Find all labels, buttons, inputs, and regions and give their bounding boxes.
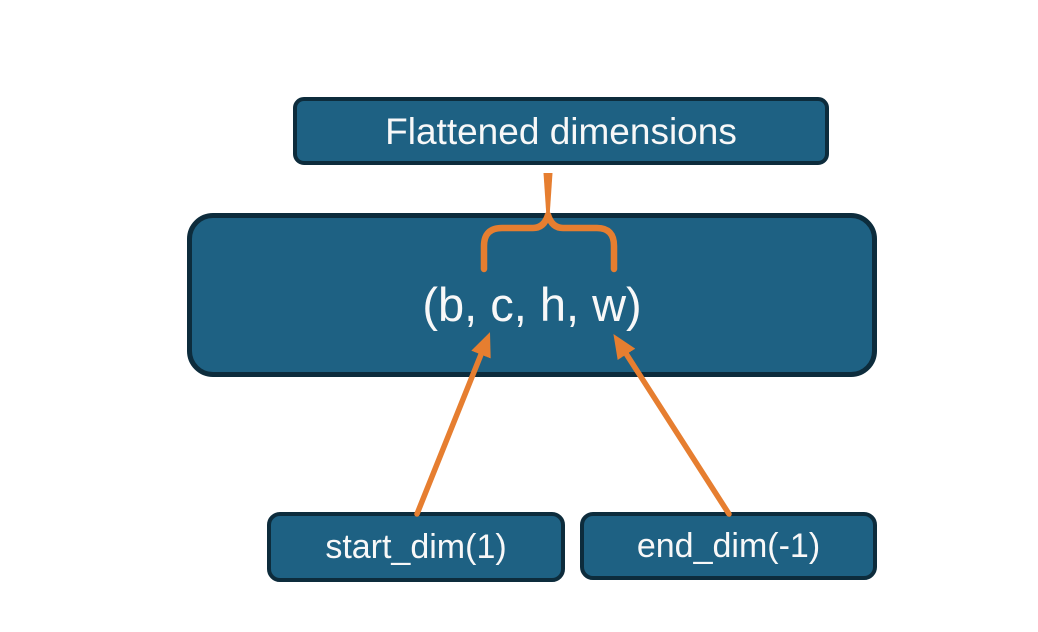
tensor-shape-node: (b, c, h, w) xyxy=(187,213,877,377)
brace-stem xyxy=(543,173,553,213)
end-dim-node: end_dim(-1) xyxy=(580,512,877,580)
start-dim-node: start_dim(1) xyxy=(267,512,565,582)
tensor-shape-label: (b, c, h, w) xyxy=(422,277,642,331)
end-dim-label: end_dim(-1) xyxy=(636,527,821,565)
start-dim-label: start_dim(1) xyxy=(325,528,507,566)
flattened-dimensions-label: Flattened dimensions xyxy=(385,110,737,152)
flattened-dimensions-node: Flattened dimensions xyxy=(293,97,829,165)
